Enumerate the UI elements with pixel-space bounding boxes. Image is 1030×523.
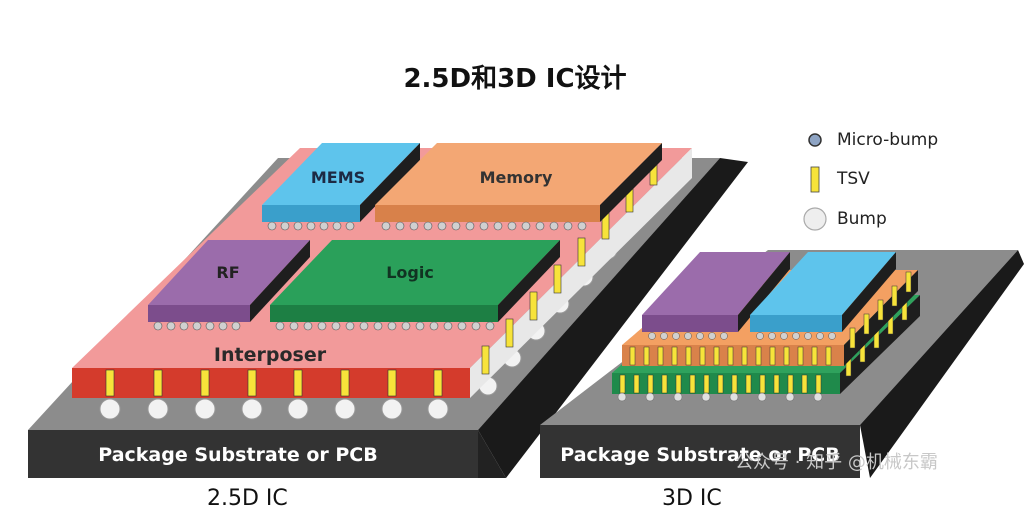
memory-chip xyxy=(375,143,662,231)
caption-3d: 3D IC xyxy=(662,486,722,511)
legend-label-bump: Bump xyxy=(837,209,887,229)
left-substrate-front xyxy=(28,430,478,478)
right-substrate-side xyxy=(860,250,1024,478)
bump xyxy=(334,398,356,420)
mems-label: MEMS xyxy=(311,168,365,187)
left-substrate-side xyxy=(478,158,748,478)
bump xyxy=(99,398,121,420)
tsv xyxy=(340,369,350,397)
interposer-label: Interposer xyxy=(214,344,327,366)
interposer-side xyxy=(470,148,692,398)
legend xyxy=(803,133,827,231)
right-substrate-front xyxy=(540,425,860,478)
legend-label-tsv: TSV xyxy=(837,169,870,189)
rf-label: RF xyxy=(216,263,239,282)
tsv xyxy=(577,237,586,267)
tsv xyxy=(505,318,514,348)
logic-chip xyxy=(270,240,560,331)
diagram-title: 2.5D和3D IC设计 xyxy=(403,64,627,94)
bump xyxy=(287,398,309,420)
interposer-front xyxy=(72,368,470,398)
micro-bump-icon xyxy=(808,133,822,147)
tsv xyxy=(247,369,257,397)
right-substrate-label: Package Substrate or PCB xyxy=(560,444,839,466)
tsv xyxy=(553,264,562,294)
tsv xyxy=(153,369,163,397)
die-purple xyxy=(642,252,790,340)
mems-chip xyxy=(262,143,420,231)
memory-label: Memory xyxy=(480,168,553,187)
tsv xyxy=(529,291,538,321)
bump xyxy=(194,398,216,420)
bump-icon xyxy=(803,207,827,231)
logic-label: Logic xyxy=(386,263,434,282)
tsv xyxy=(293,369,303,397)
watermark: 公众号 · 知乎 @机械东霸 xyxy=(735,452,938,473)
bump xyxy=(147,398,169,420)
bump xyxy=(427,398,449,420)
tsv xyxy=(105,369,115,397)
tsv xyxy=(433,369,443,397)
tsv-icon xyxy=(810,166,820,193)
tsv xyxy=(481,345,490,375)
bump xyxy=(381,398,403,420)
rf-chip xyxy=(148,240,310,331)
left-substrate-label: Package Substrate or PCB xyxy=(98,444,377,466)
bump xyxy=(241,398,263,420)
tsv xyxy=(200,369,210,397)
die-blue xyxy=(750,252,896,340)
caption-2-5d: 2.5D IC xyxy=(207,486,288,511)
legend-label-micro-bump: Micro-bump xyxy=(837,130,939,150)
tsv xyxy=(387,369,397,397)
